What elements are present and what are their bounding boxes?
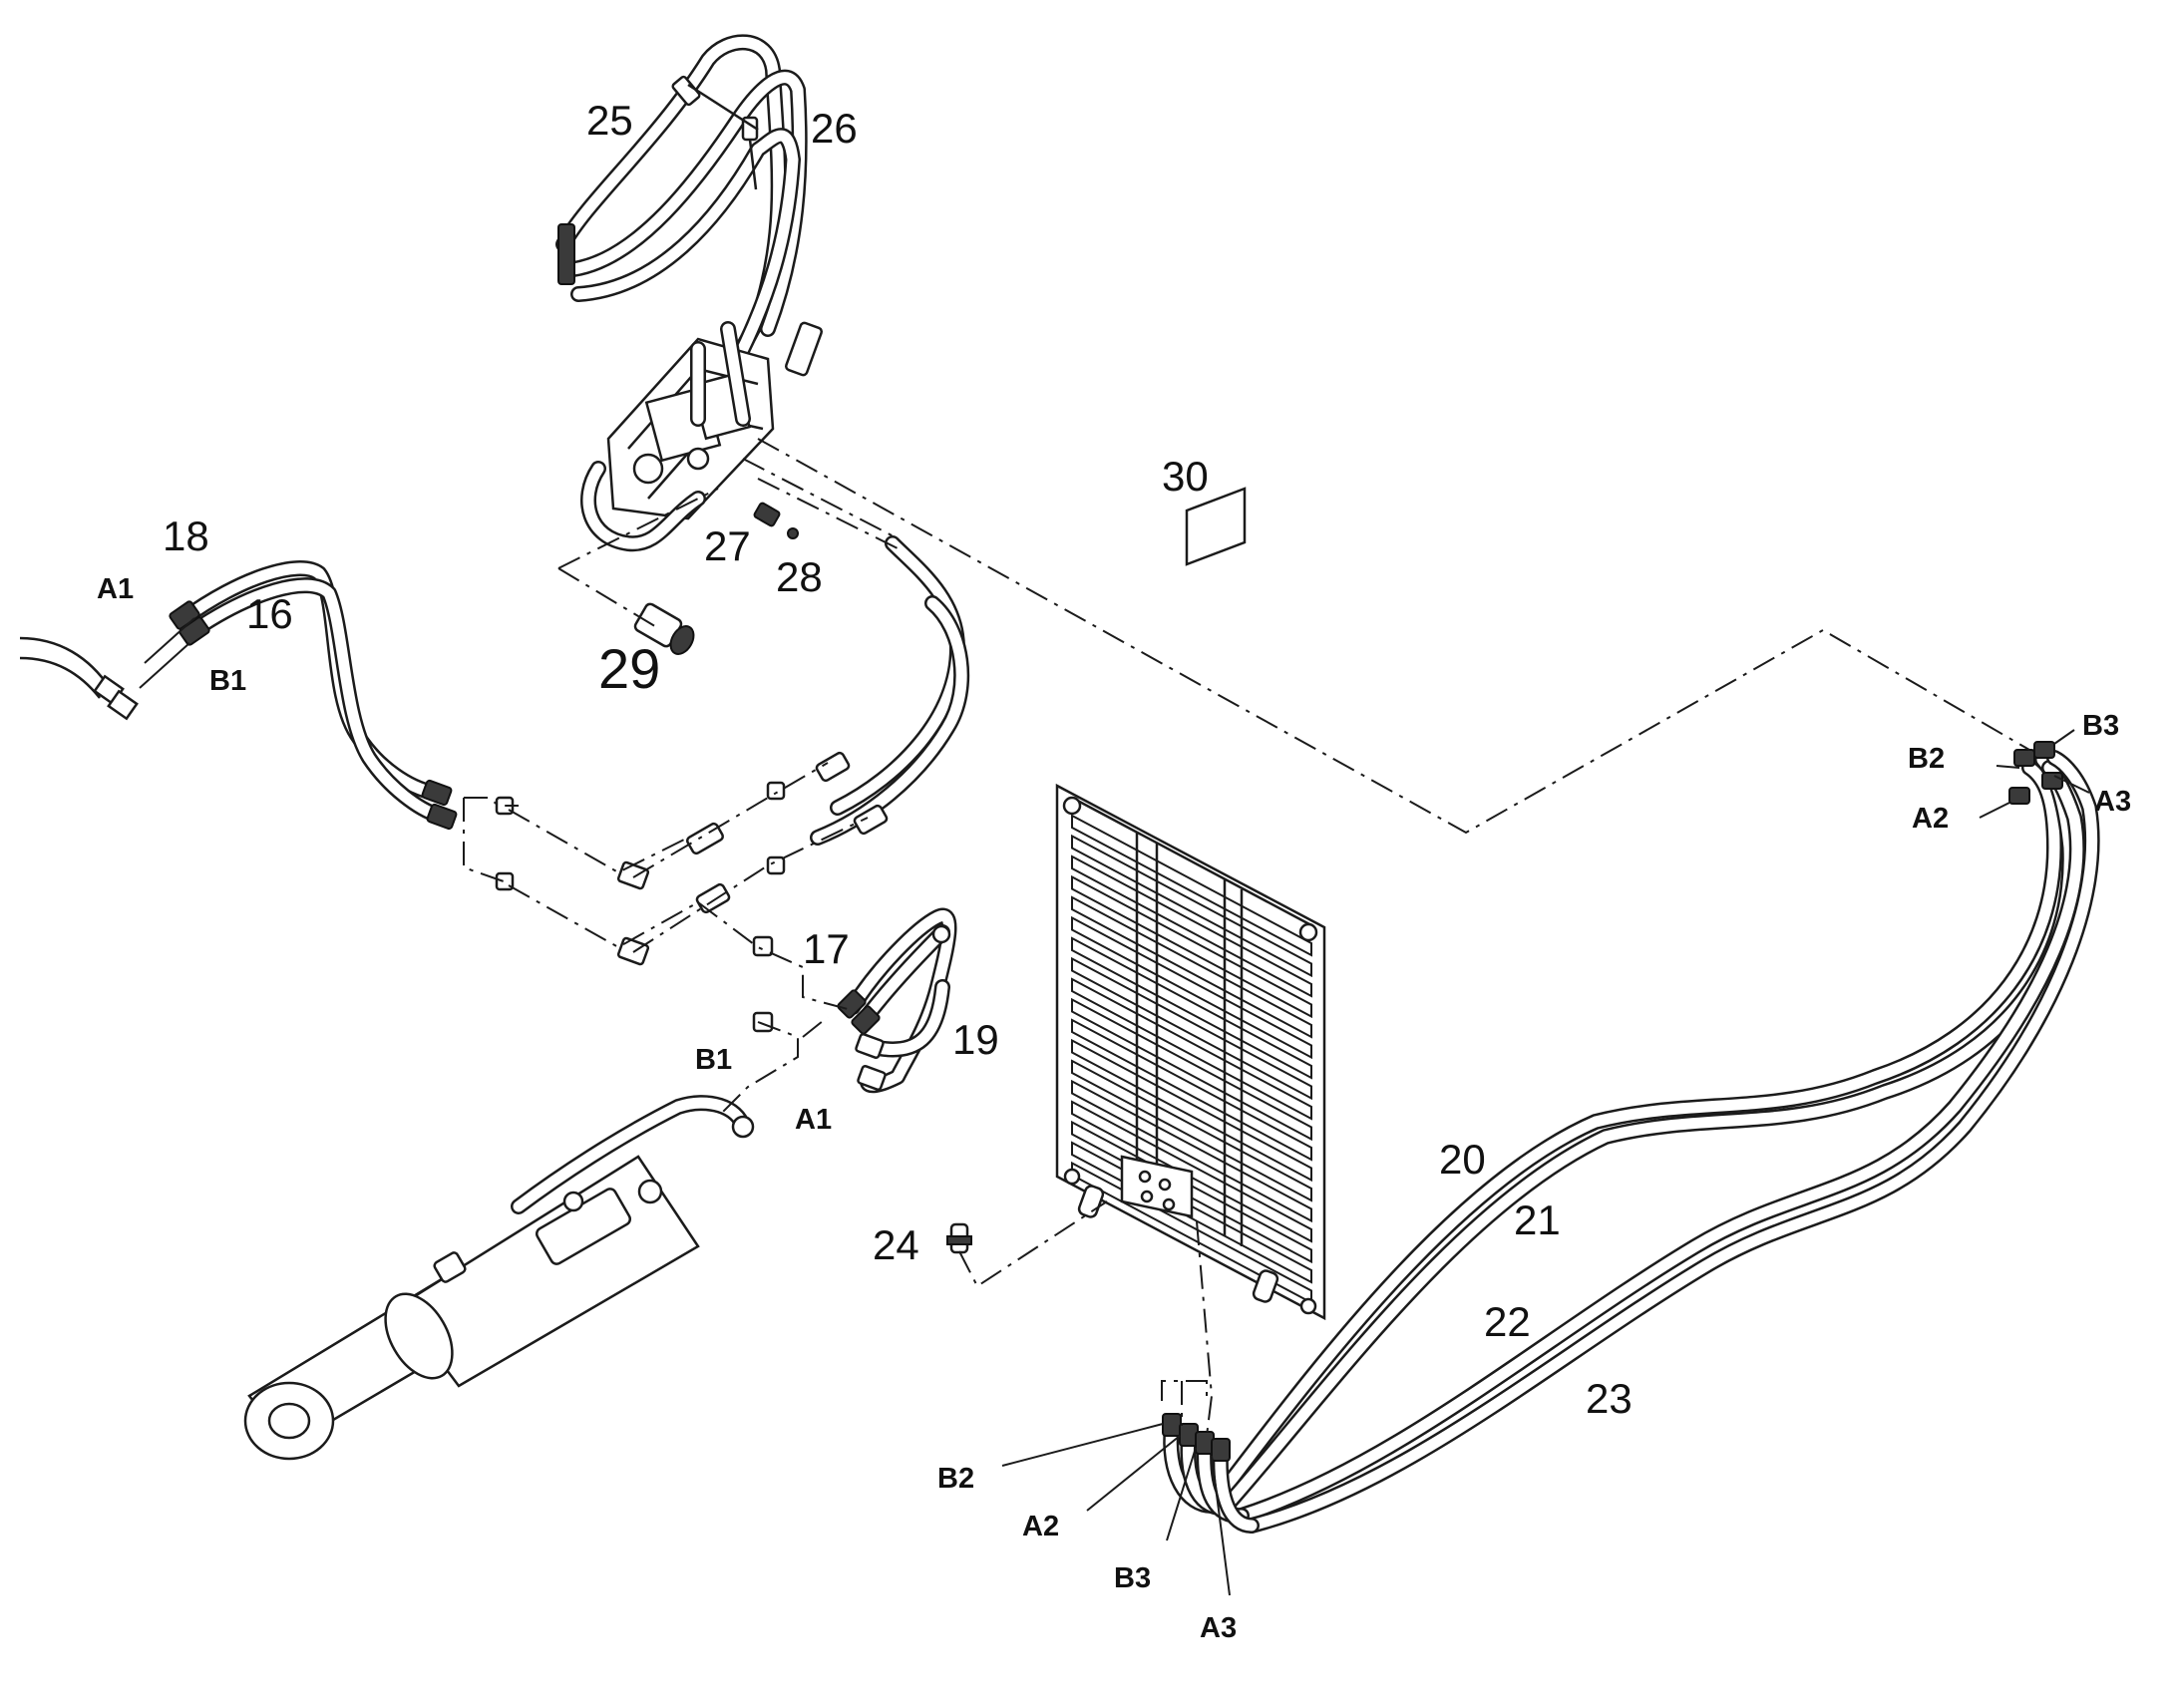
adapter-fittings [495,751,889,1033]
callout-21: 21 [1514,1196,1561,1243]
fitting-24 [946,1222,972,1254]
callout-24: 24 [873,1221,919,1268]
port-a3-bottom: A3 [1200,1612,1237,1644]
grille-slat [1071,997,1312,1142]
callout-17: 17 [803,925,850,972]
grille-slat [1071,936,1312,1080]
port-a1-mid: A1 [795,1104,832,1136]
port-a3-right: A3 [2094,786,2131,818]
grille-slat [1071,1018,1312,1162]
callout-19: 19 [952,1016,999,1063]
fittings-27-28-29 [633,502,799,655]
grille-slat [1071,956,1312,1101]
callout-30: 30 [1162,453,1209,500]
port-a1-top-left: A1 [97,573,134,605]
port-b2-bottom: B2 [937,1463,974,1495]
callout-29: 29 [598,637,660,700]
port-b3-bottom: B3 [1114,1562,1151,1594]
grille-slat [1071,1038,1312,1183]
left-hoses-16-18 [19,560,458,831]
control-valve-block [580,321,824,552]
callout-20: 20 [1439,1136,1486,1183]
port-a2-bottom: A2 [1022,1511,1059,1542]
hydraulic-cylinder [243,1095,755,1461]
grille-slat [1071,895,1312,1039]
callout-28: 28 [776,553,823,600]
callout-numbers: 25 26 30 18 16 27 28 29 17 19 20 21 22 2… [163,97,1633,1422]
grille-slat [1071,915,1312,1060]
grille-slat [1071,814,1312,957]
port-b2-right: B2 [1908,743,1945,775]
connection-lines [463,438,2030,1437]
grille-slat [1071,854,1312,998]
cooler-grille [1055,783,1326,1321]
grille-slat [1071,1059,1312,1202]
grille-slat [1071,1079,1312,1223]
grille-slat [1071,834,1312,978]
callout-26: 26 [811,105,858,152]
port-leaders [1001,729,2090,1596]
port-b1-top-left: B1 [209,665,246,697]
upper-hose-bundle [555,34,808,417]
callout-23: 23 [1586,1375,1633,1422]
long-hoses-20-23 [1162,741,2100,1534]
middle-hose-pair [810,535,970,846]
port-b3-right: B3 [2082,710,2119,742]
callout-27: 27 [704,522,751,569]
label-plate-30 [1185,487,1247,566]
callout-25: 25 [586,97,633,144]
callout-16: 16 [246,590,293,637]
port-b1-mid: B1 [695,1044,732,1076]
callout-18: 18 [163,512,209,559]
port-a2-right: A2 [1912,803,1949,835]
grille-slat [1071,874,1312,1019]
callout-22: 22 [1484,1298,1531,1345]
hoses-17-19 [837,907,957,1094]
port-labels: A1 B1 B1 A1 B3 B2 A3 A2 B2 A2 B3 A3 [97,573,2131,1644]
grille-slat [1071,977,1312,1121]
